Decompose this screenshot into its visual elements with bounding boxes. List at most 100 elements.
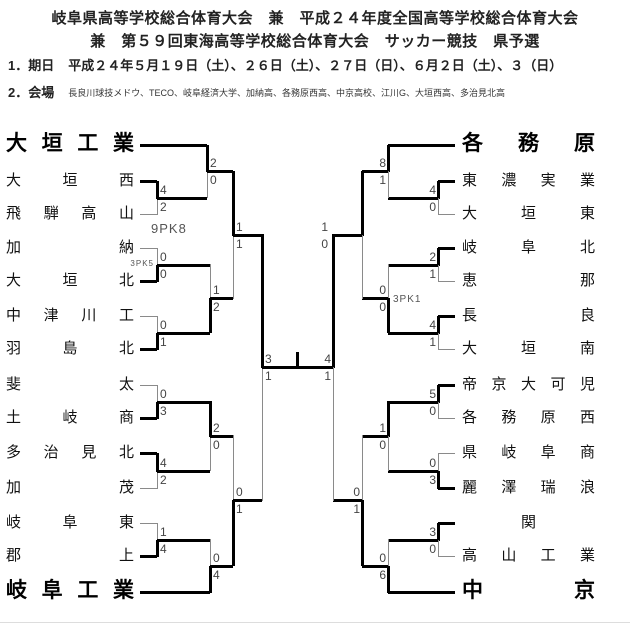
team-name-left-7: 斐太 [6,376,134,393]
match-R6-connector-top [437,385,440,403]
match-R7-connector-bottom [437,471,440,489]
match-SFR-score-bottom: 1 [324,369,331,383]
team-line [140,348,157,351]
match-QR2-connector-top [362,435,363,501]
venue-label: 2．会場 [8,85,55,100]
match-L1-score-bottom: 2 [160,200,167,214]
team-line [140,248,157,249]
match-R9-connector-bottom [438,540,439,557]
team-line [140,214,157,215]
match-L3-winner-line [157,264,210,267]
team-line [140,417,157,420]
team-line [140,385,157,386]
team-line [140,523,157,524]
match-R9-connector-top [437,523,440,541]
match-L6-connector-bottom [156,402,159,419]
match-L5-winner-line [210,297,233,300]
team-line [438,556,455,557]
team-line [438,453,455,454]
match-R4-connector-top [437,316,440,334]
team-name-right-2: 大垣東 [462,205,595,222]
team-name-left-12: 郡上 [6,547,134,564]
match-SFL-connector-top [261,234,264,368]
match-R4-winner-line [388,332,438,335]
team-line [140,144,207,147]
team-name-right-0: 各務原 [462,132,595,155]
page-subtitle: 兼 第５９回東海高等学校総合体育大会 サッカー競技 県予選 [90,33,540,50]
match-L4-score-bottom: 1 [160,335,167,349]
match-SFR-score-top: 4 [324,352,331,366]
match-L5-score-bottom: 2 [213,300,220,314]
match-QL1-score-bottom: 1 [236,237,243,251]
match-L5-connector-bottom [209,298,212,333]
match-R3-connector-top [437,248,440,266]
team-line [438,418,455,419]
match-R1-score-top: 4 [429,183,436,197]
match-R2-winner-line [362,170,388,173]
match-L10-connector-bottom [209,566,212,593]
match-QR1-score-top: 1 [321,220,328,234]
match-QR2-connector-bottom [361,500,364,566]
team-line [438,281,455,282]
match-QR2-winner-line [333,499,362,502]
match-R9-score-top: 3 [429,525,436,539]
match-R3-score-bottom: 1 [429,267,436,281]
match-R7-winner-line [388,470,438,473]
match-R3-winner-line [388,264,438,267]
match-R6-connector-bottom [438,402,439,419]
team-name-right-8: 各務原西 [462,409,595,426]
team-line [438,315,455,318]
match-R2-connector-top [387,145,390,172]
team-name-left-8: 土岐商 [6,409,134,426]
match-L9-connector-bottom [156,540,159,557]
match-R4-score-bottom: 1 [429,335,436,349]
team-line [388,591,455,594]
team-name-left-3: 加納 [6,239,134,256]
team-line [140,180,157,183]
match-L7-connector-bottom [157,471,158,489]
match-L1-winner-line [157,197,207,200]
match-R4-connector-bottom [438,333,439,350]
team-name-left-1: 大垣西 [6,172,134,189]
match-R1-score-bottom: 0 [429,200,436,214]
match-QL2-connector-bottom [232,500,235,566]
team-name-right-12: 高山工業 [462,547,595,564]
match-QL1-score-top: 1 [236,220,243,234]
team-line [388,144,455,147]
team-line [438,247,455,250]
match-L8-score-bottom: 0 [213,438,220,452]
match-R5-score-top: 0 [379,283,386,297]
match-L3-score-bottom: 0 [160,267,167,281]
match-L2-winner-line [207,170,233,173]
match-R2-connector-bottom [388,171,389,198]
team-line [438,487,455,490]
team-name-left-9: 多治見北 [6,444,134,461]
match-L2-score-top: 2 [210,156,217,170]
team-name-left-10: 加茂 [6,479,134,496]
team-line [140,488,157,489]
match-R9-winner-line [388,539,438,542]
team-line [140,280,157,283]
match-L2-connector-bottom [207,171,208,198]
team-name-right-1: 東濃実業 [462,172,595,189]
match-QR1-connector-top [361,171,364,236]
match-L5-score-top: 1 [213,283,220,297]
match-L2-score-bottom: 0 [210,173,217,187]
match-L6-winner-line [157,401,210,404]
match-L7-score-bottom: 2 [160,473,167,487]
match-R1-connector-top [437,181,440,199]
match-R10-winner-line [362,565,388,568]
match-R5-connector-bottom [387,298,390,333]
match-R1-connector-bottom [438,198,439,215]
match-SFL-score-top: 3 [265,352,272,366]
match-L6-connector-top [157,385,158,403]
match-L8-connector-top [209,401,212,437]
match-L4-winner-line [157,332,210,335]
match-QL2-winner-line [233,499,262,502]
match-L9-score-top: 1 [160,525,167,539]
match-SFL-score-bottom: 1 [265,369,272,383]
match-SFR-connector-bottom [333,367,334,501]
schedule-text: 平成２４年５月１９日（土）、２６日（土）、２７日（日）、６月２日（土）、３（日） [68,58,563,73]
match-QL1-winner-line [233,234,262,237]
match-R8-score-bottom: 0 [379,438,386,452]
